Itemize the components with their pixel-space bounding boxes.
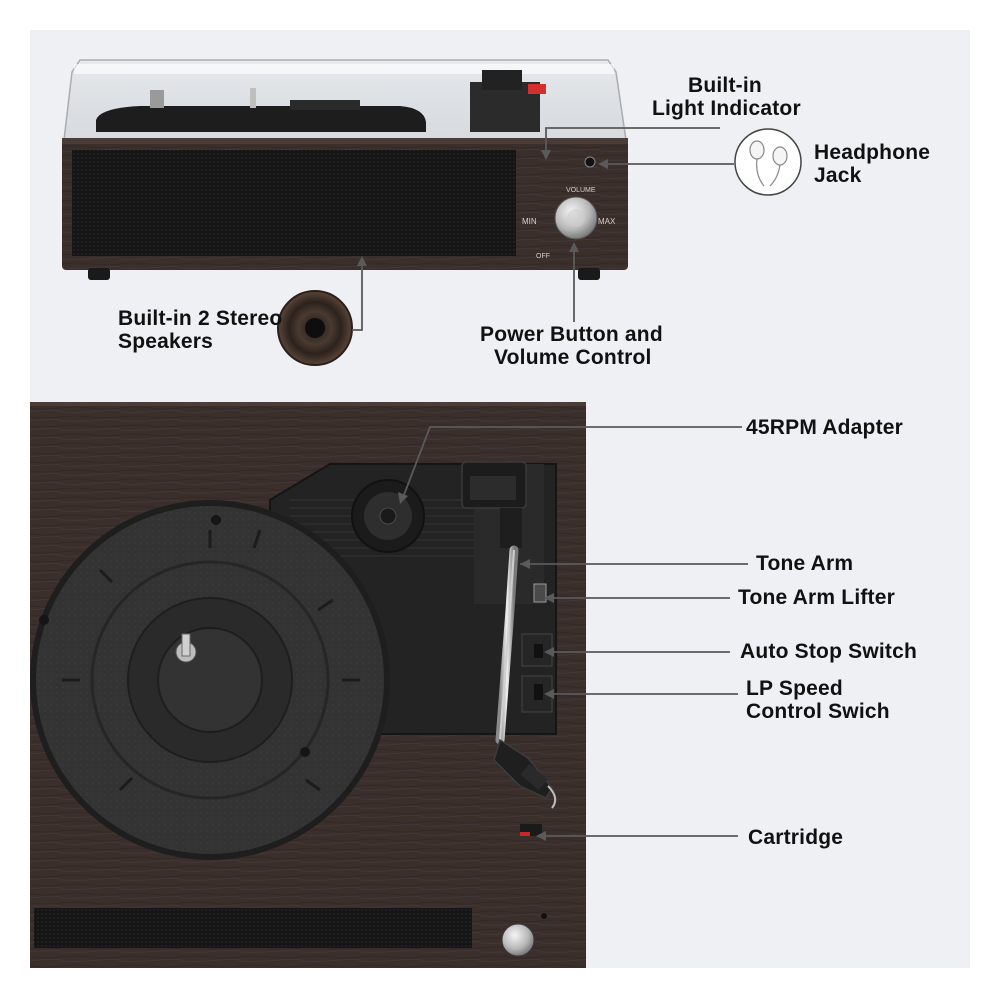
callout-auto-stop-switch-text: Auto Stop Switch [740, 640, 918, 663]
callout-lp-speed: LP Speed Control Swich [746, 677, 890, 723]
callout-power-volume: Power Button and Volume Control [480, 323, 663, 369]
callout-auto-stop-switch: Auto Stop Switch [740, 640, 917, 663]
light-indicator [528, 84, 546, 94]
max-marking: MAX [598, 217, 616, 226]
callout-speakers: Built-in 2 Stereo Speakers [118, 307, 282, 353]
foot-left [88, 268, 110, 280]
callout-cartridge: Cartridge [748, 826, 843, 849]
volume-marking: VOLUME [566, 187, 596, 194]
lp-speed-switch[interactable] [534, 684, 543, 700]
turntable-front-view: VOLUME MIN MAX OFF [62, 59, 628, 280]
callout-cartridge-text: Cartridge [748, 826, 844, 849]
turntable-top-view [30, 402, 586, 968]
platter-edge [96, 106, 426, 132]
callout-tone-arm: Tone Arm [756, 552, 853, 575]
callout-lp-speed-line1: LP Speed [746, 677, 843, 700]
callout-tone-arm-lifter: Tone Arm Lifter [738, 586, 895, 609]
speaker-grille [72, 150, 516, 256]
front-speaker-slot [34, 908, 472, 948]
callout-lp-speed-line2: Control Swich [746, 700, 890, 723]
callout-tone-arm-lifter-text: Tone Arm Lifter [738, 586, 896, 609]
speaker-driver-inset [277, 290, 353, 366]
earbud-right-icon [772, 146, 788, 166]
callout-arrowheads [357, 150, 608, 841]
headphone-jack-port [584, 156, 596, 168]
callout-light-indicator-line1: Built-in [688, 74, 762, 97]
callout-lines [352, 127, 748, 837]
callout-headphone-jack-line2: Jack [814, 164, 862, 187]
callout-light-indicator-line2: Light Indicator [652, 97, 801, 120]
callout-power-volume-line2: Volume Control [494, 346, 652, 369]
front-volume-knob[interactable] [501, 923, 535, 957]
callout-headphone-jack: Headphone Jack [814, 141, 930, 187]
headphone-inset [734, 128, 802, 196]
tone-arm-lifter[interactable] [533, 583, 547, 603]
callout-45rpm-adapter-text: 45RPM Adapter [746, 416, 904, 439]
earbud-left-icon [749, 140, 765, 160]
callout-power-volume-line1: Power Button and [480, 323, 663, 346]
callout-light-indicator: Built-in Light Indicator [652, 74, 801, 120]
foot-right [578, 268, 600, 280]
callout-tone-arm-text: Tone Arm [756, 552, 854, 575]
auto-stop-switch[interactable] [534, 644, 543, 658]
off-marking: OFF [536, 253, 550, 260]
min-marking: MIN [522, 217, 537, 226]
callout-headphone-jack-line1: Headphone [814, 141, 931, 164]
callout-speakers-line1: Built-in 2 Stereo [118, 307, 283, 330]
callout-45rpm-adapter: 45RPM Adapter [746, 416, 903, 439]
callout-speakers-line2: Speakers [118, 330, 214, 353]
